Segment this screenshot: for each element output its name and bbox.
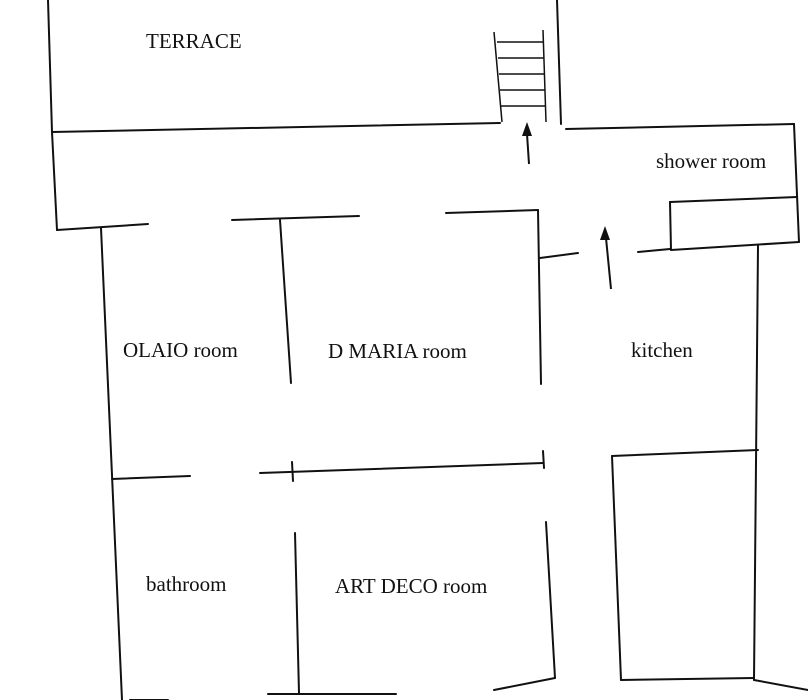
upper-room-walls	[56, 209, 671, 385]
olaio-room-label: OLAIO room	[123, 338, 238, 362]
stair-right-rail	[542, 29, 547, 123]
art-deco-room-label: ART DECO room	[335, 574, 487, 598]
shower-room-right-wall	[793, 123, 800, 243]
shower-room-inner-left-wall	[669, 201, 672, 251]
bathroom-label: bathroom	[146, 572, 226, 596]
east-outer-wall	[753, 245, 759, 681]
east-corner-wall	[753, 679, 808, 691]
d-maria-room-label: D MARIA room	[328, 339, 467, 363]
corridor-left-wall	[51, 131, 58, 231]
terrace-bottom-wall-right	[565, 123, 795, 130]
up-arrow-to-stairs	[526, 133, 530, 165]
kitchen-label: kitchen	[631, 338, 693, 362]
terrace-label: TERRACE	[146, 29, 242, 53]
terrace-area	[47, 0, 795, 133]
bathroom-artdeco-partition	[294, 532, 300, 694]
wall-tick	[542, 450, 545, 469]
wall-segment	[231, 215, 360, 221]
terrace-bottom-wall-left	[51, 122, 501, 133]
staircase	[493, 29, 547, 123]
stair-left-rail	[493, 31, 503, 123]
olaio-dmaria-partition	[279, 219, 292, 384]
wall-segment	[537, 209, 542, 385]
wall-tick	[291, 461, 294, 482]
wall-segment	[637, 248, 671, 253]
shower-room-label: shower room	[656, 149, 766, 173]
wall-segment	[539, 252, 579, 259]
wall-segment	[56, 223, 149, 231]
shower-room-bottom-wall	[670, 241, 800, 251]
terrace-left-wall	[47, 0, 53, 133]
counter-top-wall	[611, 449, 759, 457]
outer-walls	[100, 227, 808, 700]
counter-left-wall	[611, 455, 622, 681]
arrowhead-icon	[600, 226, 610, 240]
kitchen-counter	[611, 449, 759, 681]
bottom-wall-segment	[493, 677, 556, 691]
shower-room-inner-wall	[669, 196, 798, 203]
wall-segment	[111, 475, 191, 480]
up-arrow-from-kitchen	[605, 237, 612, 290]
corridor	[51, 122, 612, 290]
arrowhead-icon	[522, 122, 532, 136]
wall-segment	[445, 209, 539, 214]
terrace-right-wall	[556, 0, 562, 125]
lower-room-walls	[111, 450, 556, 700]
counter-bottom-wall	[620, 677, 755, 681]
artdeco-kitchen-wall	[545, 521, 556, 679]
shower-room	[669, 123, 800, 251]
wall-segment	[259, 462, 544, 474]
west-outer-wall	[100, 227, 123, 700]
